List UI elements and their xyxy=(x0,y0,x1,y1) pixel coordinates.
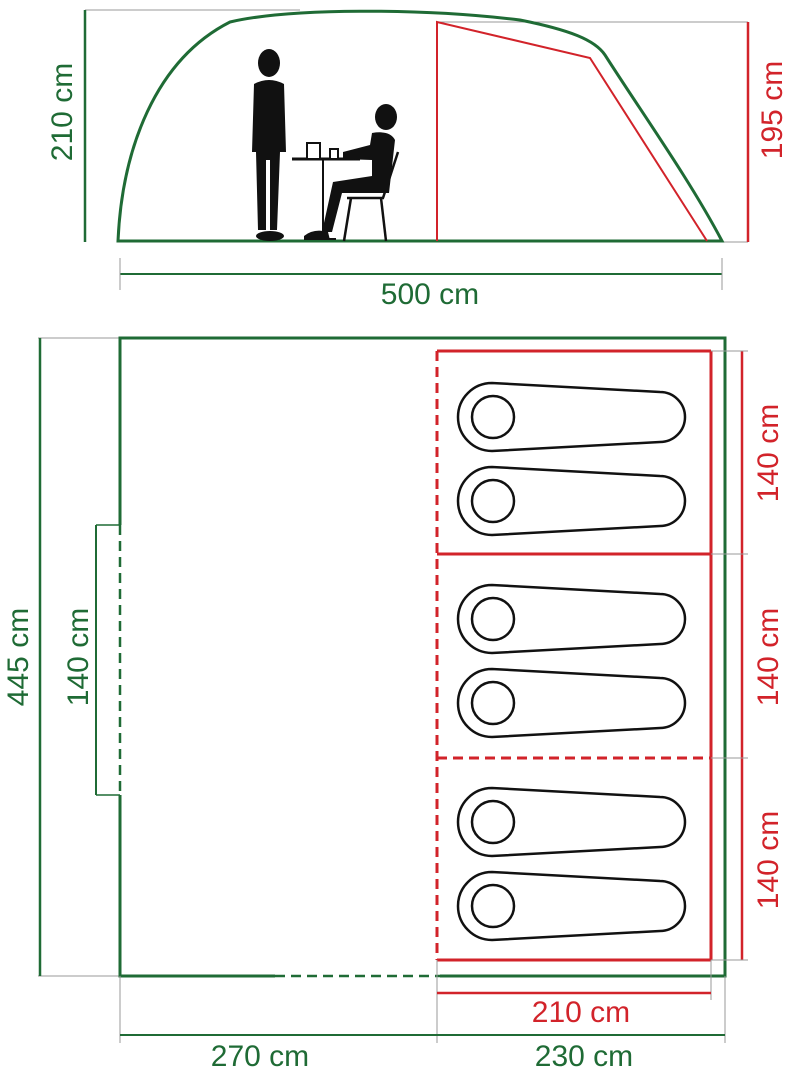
tent-side-outline xyxy=(116,9,725,243)
bedroom-length-label: 230 cm xyxy=(535,1040,633,1073)
sleeping-bag-head-icon xyxy=(470,394,516,440)
bedroom-inner-outline xyxy=(436,20,708,242)
sleeping-bag-icon xyxy=(456,870,687,942)
bedroom-depth-label: 210 cm xyxy=(532,996,630,1029)
sleeping-bag-icon xyxy=(456,786,687,858)
sleeping-bag-icon xyxy=(456,667,687,739)
height-label: 210 cm xyxy=(46,63,79,161)
door-label: 140 cm xyxy=(62,608,95,706)
sleeping-bag-head-icon xyxy=(470,680,516,726)
bedroom-1-label: 140 cm xyxy=(752,404,785,502)
seated-person-icon xyxy=(304,104,397,240)
standing-person-icon xyxy=(252,49,286,241)
side-view: 210 cm 195 cm xyxy=(46,9,789,311)
sleeping-bag-icon xyxy=(456,381,687,453)
living-length-label: 270 cm xyxy=(211,1040,309,1073)
table-icon xyxy=(292,142,360,240)
bedroom-3-label: 140 cm xyxy=(752,811,785,909)
bedroom-2-label: 140 cm xyxy=(752,608,785,706)
sleeping-bag-head-icon xyxy=(470,883,516,929)
floor-plan: 445 cm 140 cm 140 cm 140 cm 140 cm 210 xyxy=(2,336,785,1073)
sleeping-bag-icon xyxy=(456,465,687,537)
sleeping-bag-head-icon xyxy=(470,478,516,524)
sleeping-bag-head-icon xyxy=(470,596,516,642)
inner-height-label: 195 cm xyxy=(756,61,789,159)
length-label: 500 cm xyxy=(381,278,479,311)
sleeping-bag-icon xyxy=(456,583,687,655)
sleeping-bags xyxy=(456,381,687,942)
depth-label: 445 cm xyxy=(2,608,35,706)
sleeping-bag-head-icon xyxy=(470,799,516,845)
